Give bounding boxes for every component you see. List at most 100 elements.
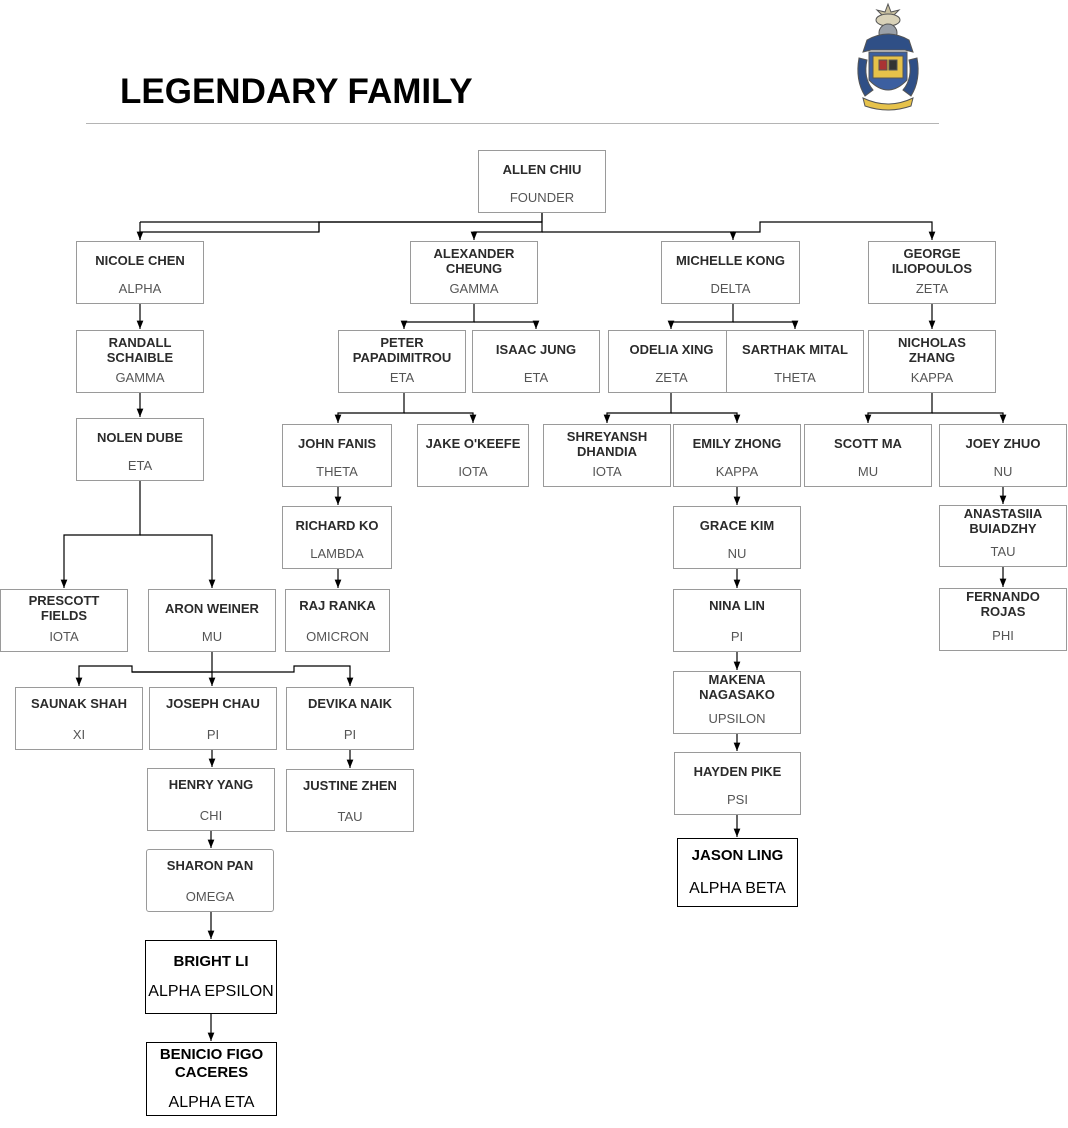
- member-chapter: THETA: [774, 370, 816, 385]
- member-node-nolen-dube: NOLEN DUBE ETA: [76, 418, 204, 481]
- member-node-prescott-fields: PRESCOTT FIELDS IOTA: [0, 589, 128, 652]
- member-name: SCOTT MA: [834, 436, 902, 451]
- member-name: PETER PAPADIMITROU: [352, 335, 452, 365]
- member-name: JOEY ZHUO: [965, 436, 1041, 451]
- member-chapter: IOTA: [458, 464, 488, 479]
- member-name: SAUNAK SHAH: [30, 696, 128, 711]
- member-name: NOLEN DUBE: [97, 430, 183, 445]
- member-chapter: UPSILON: [708, 711, 766, 726]
- member-chapter: ZETA: [915, 281, 949, 296]
- member-name: ODELIA XING: [629, 342, 714, 357]
- member-node-nicholas-zhang: NICHOLAS ZHANG KAPPA: [868, 330, 996, 393]
- member-node-randall-schaible: RANDALL SCHAIBLE GAMMA: [76, 330, 204, 393]
- member-chapter: FOUNDER: [509, 190, 575, 205]
- member-chapter: OMICRON: [306, 629, 369, 644]
- member-name: NINA LIN: [709, 598, 765, 613]
- member-chapter: MU: [201, 629, 223, 644]
- member-node-saunak-shah: SAUNAK SHAH XI: [15, 687, 143, 750]
- member-name: GRACE KIM: [699, 518, 775, 533]
- member-name: MAKENA NAGASAKO: [699, 672, 775, 702]
- member-chapter: PHI: [992, 628, 1014, 643]
- member-chapter: GAMMA: [115, 370, 165, 385]
- member-node-joseph-chau: JOSEPH CHAU PI: [149, 687, 277, 750]
- member-name: JOSEPH CHAU: [166, 696, 260, 711]
- member-name: GEORGE ILIOPOULOS: [891, 246, 973, 276]
- member-name: ISAAC JUNG: [495, 342, 577, 357]
- member-name: RAJ RANKA: [299, 598, 376, 613]
- member-node-peter-papadimitrou: PETER PAPADIMITROU ETA: [338, 330, 466, 393]
- member-node-shreyansh-dhandia: SHREYANSH DHANDIA IOTA: [543, 424, 671, 487]
- member-node-sarthak-mital: SARTHAK MITAL THETA: [726, 330, 864, 393]
- member-name: SHARON PAN: [166, 858, 254, 873]
- member-chapter: ALPHA BETA: [689, 880, 786, 897]
- member-chapter: IOTA: [592, 464, 622, 479]
- member-name: JOHN FANIS: [297, 436, 376, 451]
- member-chapter: PI: [343, 727, 357, 742]
- member-name: ALLEN CHIU: [502, 162, 582, 177]
- member-chapter: KAPPA: [715, 464, 759, 479]
- title-divider: [86, 123, 939, 124]
- member-node-alexander-cheung: ALEXANDER CHEUNG GAMMA: [410, 241, 538, 304]
- member-chapter: ETA: [523, 370, 549, 385]
- member-node-allen-chiu: ALLEN CHIU FOUNDER: [478, 150, 606, 213]
- member-node-henry-yang: HENRY YANG CHI: [147, 768, 275, 831]
- member-chapter: PSI: [727, 792, 748, 807]
- member-node-jason-ling: JASON LING ALPHA BETA: [677, 838, 798, 907]
- member-name: ALEXANDER CHEUNG: [433, 246, 515, 276]
- member-name: PRESCOTT FIELDS: [28, 593, 100, 623]
- member-node-hayden-pike: HAYDEN PIKE PSI: [674, 752, 801, 815]
- member-name: MICHELLE KONG: [675, 253, 786, 268]
- member-chapter: CHI: [199, 808, 223, 823]
- member-chapter: KAPPA: [910, 370, 954, 385]
- member-name: BRIGHT LI: [173, 953, 249, 970]
- member-chapter: PI: [206, 727, 220, 742]
- member-chapter: ALPHA EPSILON: [148, 983, 274, 1000]
- member-name: FERNANDO ROJAS: [966, 589, 1040, 619]
- member-chapter: MU: [857, 464, 879, 479]
- member-name: ARON WEINER: [165, 601, 259, 616]
- member-node-anastasiia-buiadzhy: ANASTASIIA BUIADZHY TAU: [939, 505, 1067, 567]
- member-node-sharon-pan: SHARON PAN OMEGA: [146, 849, 274, 912]
- member-name: RICHARD KO: [295, 518, 379, 533]
- member-node-nicole-chen: NICOLE CHEN ALPHA: [76, 241, 204, 304]
- member-chapter: NU: [727, 546, 747, 561]
- member-node-benicio-figo-caceres: BENICIO FIGO CACERES ALPHA ETA: [146, 1042, 277, 1116]
- member-node-odelia-xing: ODELIA XING ZETA: [608, 330, 735, 393]
- member-node-bright-li: BRIGHT LI ALPHA EPSILON: [145, 940, 277, 1014]
- member-name: NICHOLAS ZHANG: [898, 335, 966, 365]
- member-chapter: XI: [72, 727, 86, 742]
- member-chapter: TAU: [990, 544, 1016, 559]
- member-node-michelle-kong: MICHELLE KONG DELTA: [661, 241, 800, 304]
- member-node-scott-ma: SCOTT MA MU: [804, 424, 932, 487]
- member-name: NICOLE CHEN: [95, 253, 185, 268]
- member-name: RANDALL SCHAIBLE: [106, 335, 174, 365]
- member-name: DEVIKA NAIK: [307, 696, 393, 711]
- member-node-george-iliopoulos: GEORGE ILIOPOULOS ZETA: [868, 241, 996, 304]
- member-name: BENICIO FIGO CACERES: [159, 1046, 264, 1081]
- member-node-raj-ranka: RAJ RANKA OMICRON: [285, 589, 390, 652]
- member-node-devika-naik: DEVIKA NAIK PI: [286, 687, 414, 750]
- member-node-john-fanis: JOHN FANIS THETA: [282, 424, 392, 487]
- member-chapter: NU: [993, 464, 1013, 479]
- member-node-makena-nagasako: MAKENA NAGASAKO UPSILON: [673, 671, 801, 734]
- member-chapter: ETA: [127, 458, 153, 473]
- member-chapter: TAU: [337, 809, 363, 824]
- member-name: JAKE O'KEEFE: [425, 436, 521, 451]
- member-name: SARTHAK MITAL: [742, 342, 848, 357]
- member-chapter: IOTA: [49, 629, 79, 644]
- member-name: ANASTASIIA BUIADZHY: [963, 506, 1043, 536]
- member-node-jake-okeefe: JAKE O'KEEFE IOTA: [417, 424, 529, 487]
- member-name: JUSTINE ZHEN: [303, 778, 397, 793]
- member-node-isaac-jung: ISAAC JUNG ETA: [472, 330, 600, 393]
- member-chapter: ALPHA: [118, 281, 162, 296]
- member-chapter: DELTA: [710, 281, 751, 296]
- member-name: JASON LING: [691, 847, 784, 864]
- page-title: LEGENDARY FAMILY: [120, 72, 473, 111]
- member-chapter: GAMMA: [449, 281, 499, 296]
- member-chapter: THETA: [316, 464, 358, 479]
- member-chapter: LAMBDA: [310, 546, 364, 561]
- member-node-justine-zhen: JUSTINE ZHEN TAU: [286, 769, 414, 832]
- member-chapter: ETA: [389, 370, 415, 385]
- member-chapter: OMEGA: [185, 889, 235, 904]
